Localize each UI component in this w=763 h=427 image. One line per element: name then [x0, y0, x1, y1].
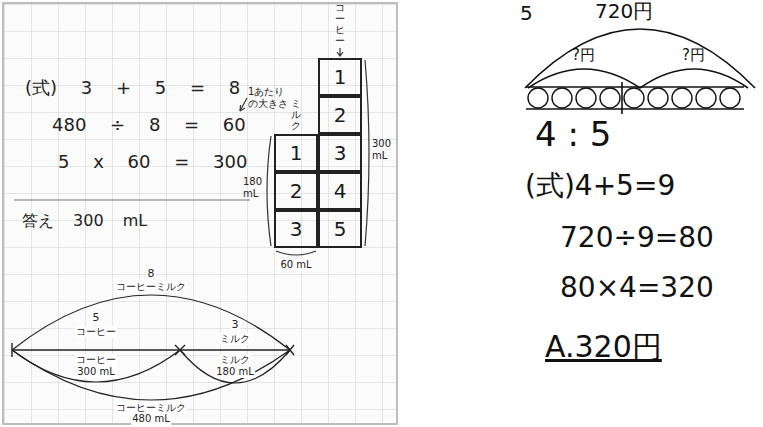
tape-cell: 1: [274, 134, 318, 172]
ratio-text: 4 : 5: [535, 115, 611, 154]
divider-line: [621, 82, 623, 114]
leader-line: [240, 98, 247, 111]
count-circle: [696, 88, 716, 108]
cell-number: 3: [290, 218, 303, 240]
cell-number: 1: [290, 142, 303, 164]
count-circle: [720, 88, 740, 108]
quantity-number: 3: [231, 319, 240, 332]
cell-number: 4: [334, 180, 347, 202]
segment-label: コーヒー: [75, 354, 117, 366]
range-arc: [528, 69, 640, 88]
tape-cell: 3: [274, 210, 318, 248]
segment-label: コーヒー: [75, 326, 117, 338]
dimension-label: 180 mL: [243, 176, 265, 199]
equation: 5 x 60 = 300: [58, 152, 247, 173]
segment-label: コーヒーミルク: [115, 281, 187, 293]
cell-number: 2: [290, 180, 303, 202]
equation: (式)4+5=9: [525, 170, 675, 202]
range-arc: [180, 350, 290, 383]
answer-text: 答え 300 mL: [22, 212, 147, 230]
quantity-number: 5: [92, 312, 101, 325]
unknown-amount: ?円: [682, 47, 705, 64]
column-label: コーヒー: [335, 2, 345, 46]
range-arc: [12, 350, 290, 400]
dimension-label: 480 mL: [131, 413, 171, 425]
tape-cell: 2: [318, 96, 362, 134]
segment-label: コーヒーミルク: [115, 402, 187, 414]
equation: 720÷9=80: [560, 222, 714, 254]
count-circle: [552, 88, 572, 108]
count-circle: [672, 88, 692, 108]
count-circle: [624, 88, 644, 108]
dimension-label: 180 mL: [215, 366, 255, 378]
segment-label: ミルク: [219, 354, 251, 366]
equation: 80×4=320: [560, 272, 714, 304]
segment-label: ミルク: [219, 333, 251, 345]
total-amount: 720円: [595, 0, 653, 23]
cell-number: 3: [334, 142, 347, 164]
unknown-amount: ?円: [572, 47, 595, 64]
tape-cell: 3: [318, 134, 362, 172]
leader-arrowhead: [240, 105, 245, 111]
tape-cell: 4: [318, 172, 362, 210]
answer-text: A.320円: [545, 330, 662, 365]
bracket: [276, 251, 316, 255]
count-circle: [528, 88, 548, 108]
dimension-label: 60 mL: [279, 259, 312, 271]
equation: (式) 3 + 5 = 8: [25, 78, 240, 99]
count-circle: [576, 88, 596, 108]
cell-number: 1: [334, 66, 347, 88]
tape-cell: 5: [318, 210, 362, 248]
cell-number: 2: [334, 104, 347, 126]
equation: 480 ÷ 8 = 60: [52, 115, 246, 136]
count-circle: [648, 88, 668, 108]
range-arc: [525, 29, 755, 88]
grid-paper: [3, 3, 397, 424]
pointer-arrow: [337, 48, 343, 56]
separator-line: [14, 199, 250, 200]
dimension-label: 300 mL: [372, 138, 396, 161]
column-label: ミルク: [291, 98, 301, 131]
count-circles: [528, 88, 740, 108]
segment-line: [12, 349, 290, 350]
dimension-label: 300 mL: [76, 366, 116, 378]
tape-cell: 1: [318, 58, 362, 96]
cell-number: 5: [334, 218, 347, 240]
bracket: [267, 136, 271, 246]
bracket: [365, 60, 369, 246]
callout-note: 1あたりの大きさ: [248, 86, 288, 109]
tape-cell: 2: [274, 172, 318, 210]
count-circle: [600, 88, 620, 108]
range-arc: [12, 295, 290, 350]
grid-pattern: [4, 4, 396, 423]
quantity-number: 8: [147, 268, 156, 281]
range-arc: [640, 69, 748, 88]
problem-number: 5: [520, 2, 533, 25]
